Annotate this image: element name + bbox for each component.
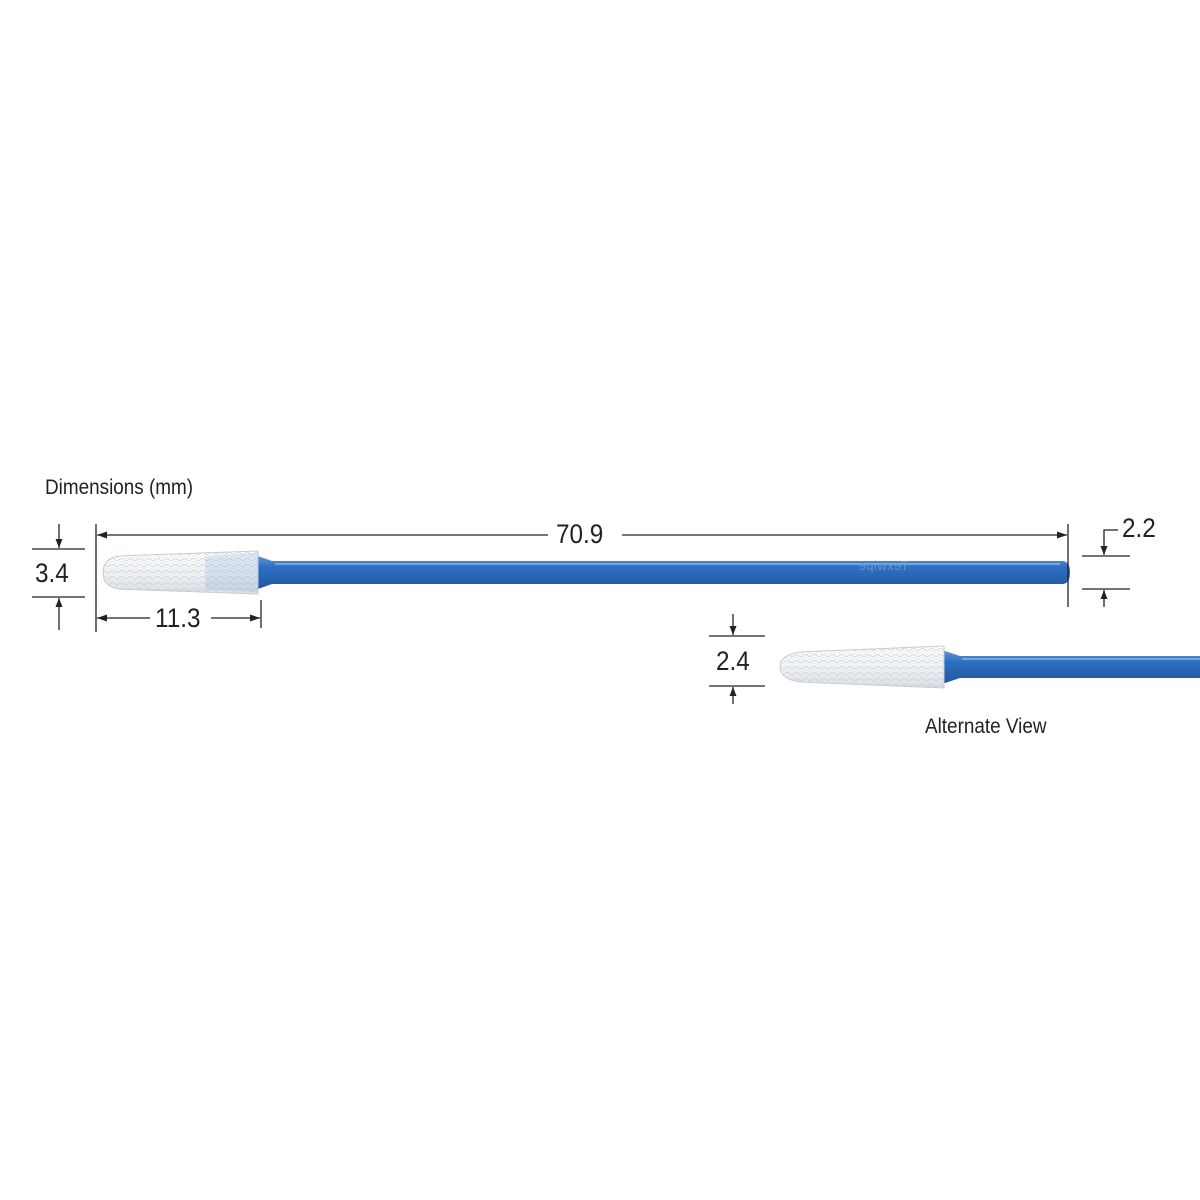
alternate-swab [779,645,1200,689]
dimensions-title: Dimensions (mm) [45,476,194,499]
arrow-icon [1057,531,1067,539]
arrow-icon [55,539,63,548]
handle-thickness-label: 2.2 [1122,513,1156,543]
main-swab-handle [255,555,1070,590]
main-swab [102,550,1070,595]
arrow-icon [1100,590,1108,599]
alternate-swab-tip-texture [780,646,944,688]
arrow-icon [729,626,737,635]
arrow-icon [250,614,260,622]
alternate-view-caption: Alternate View [925,715,1047,738]
arrow-icon [97,614,107,622]
handle-thickness-leader [1103,529,1118,555]
alternate-tip-width-label: 2.4 [716,646,750,676]
tip-width-label: 3.4 [35,558,69,588]
handle-brand-mark: Texwipe [858,558,909,573]
arrow-icon [55,598,63,607]
arrow-icon [729,687,737,696]
arrow-icon [97,531,107,539]
alternate-swab-handle [942,650,1200,684]
main-swab-tip-texture [103,551,258,594]
arrow-icon [1100,546,1108,555]
overall-length-label: 70.9 [556,519,604,549]
main-swab-tip-inner-shadow [205,553,258,592]
dimension-arrowheads [55,531,1108,696]
tip-length-label: 11.3 [155,603,201,633]
